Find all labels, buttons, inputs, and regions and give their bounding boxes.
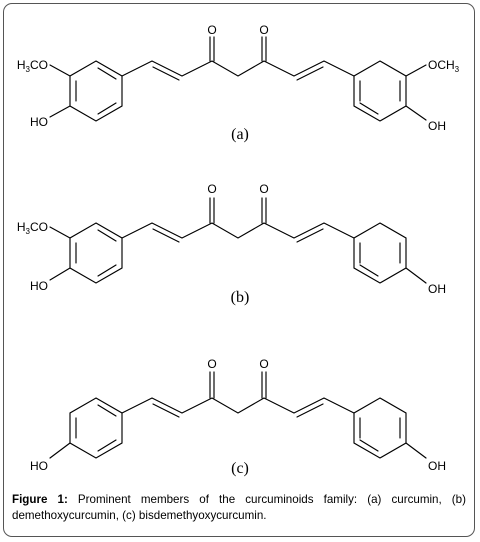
- left-aromatic-ring: [69, 222, 123, 284]
- right-alkene-double-bond: [296, 228, 324, 243]
- right-carbonyl-bond: [261, 371, 267, 399]
- carbonyl-oxygen-label: O: [259, 357, 268, 371]
- right-hydroxyl-label: OH: [428, 282, 446, 296]
- right-hydroxyl-bond: [405, 442, 427, 459]
- left-hydroxyl-bond: [49, 442, 71, 459]
- left-carbonyl-bond: [209, 197, 215, 224]
- structure-label-c: (c): [231, 460, 249, 477]
- carbonyl-oxygen-label: O: [207, 23, 216, 37]
- right-alkene-double-bond: [296, 403, 324, 418]
- left-ring-inner-bonds: [75, 229, 117, 277]
- left-alkene-double-bond: [152, 228, 180, 243]
- dienone-chain: [121, 222, 355, 239]
- structure-label-b: (b): [231, 289, 250, 306]
- right-hydroxyl-label: OH: [428, 119, 446, 133]
- carbonyl-oxygen-label: O: [207, 357, 216, 371]
- right-ring-inner-bonds: [359, 417, 401, 452]
- figure-caption: Figure 1: Prominent members of the curcu…: [12, 492, 466, 523]
- structure-label-a: (a): [231, 126, 249, 143]
- left-hydroxyl-bond: [49, 267, 71, 281]
- left-hydroxyl-label: HO: [30, 459, 48, 473]
- left-ring-inner-bonds: [75, 67, 117, 115]
- right-methoxy-bond: [405, 64, 427, 77]
- dienone-chain: [121, 60, 355, 77]
- right-ring-inner-bonds: [359, 242, 401, 277]
- structure-curcumin: O O H3CO HO OCH3 OH (a): [17, 23, 460, 143]
- structure-demethoxycurcumin: O O H3CO HO OH (b): [17, 182, 446, 306]
- left-alkene-double-bond: [152, 66, 180, 81]
- right-carbonyl-bond: [261, 197, 267, 224]
- left-carbonyl-bond: [209, 371, 215, 399]
- right-methoxy-label: OCH3: [428, 58, 460, 74]
- right-ring-inner-bonds: [359, 80, 401, 115]
- left-aromatic-ring: [69, 397, 123, 459]
- left-methoxy-label: H3CO: [17, 58, 48, 74]
- dienone-chain: [121, 397, 355, 414]
- left-hydroxyl-label: HO: [30, 279, 48, 293]
- right-carbonyl-bond: [261, 36, 267, 62]
- left-methoxy-bond: [49, 226, 71, 239]
- carbonyl-oxygen-label: O: [207, 182, 216, 196]
- right-aromatic-ring: [353, 60, 407, 122]
- left-methoxy-bond: [49, 64, 71, 77]
- figure-caption-label: Figure 1:: [12, 493, 68, 506]
- structure-bisdemethoxycurcumin: O O HO OH (c): [30, 357, 446, 477]
- left-alkene-double-bond: [152, 403, 180, 418]
- carbonyl-oxygen-label: O: [259, 182, 268, 196]
- right-aromatic-ring: [353, 397, 407, 459]
- left-ring-inner-bonds: [75, 404, 117, 452]
- left-carbonyl-bond: [209, 36, 215, 62]
- carbonyl-oxygen-label: O: [259, 23, 268, 37]
- right-hydroxyl-bond: [405, 267, 427, 284]
- right-aromatic-ring: [353, 222, 407, 284]
- figure-caption-text: Prominent members of the curcuminoids fa…: [12, 493, 466, 522]
- left-methoxy-label: H3CO: [17, 220, 48, 236]
- left-hydroxyl-label: HO: [30, 115, 48, 129]
- right-hydroxyl-label: OH: [428, 459, 446, 473]
- right-alkene-double-bond: [296, 66, 324, 81]
- left-aromatic-ring: [69, 60, 123, 122]
- right-hydroxyl-bond: [405, 105, 427, 121]
- left-hydroxyl-bond: [49, 105, 71, 118]
